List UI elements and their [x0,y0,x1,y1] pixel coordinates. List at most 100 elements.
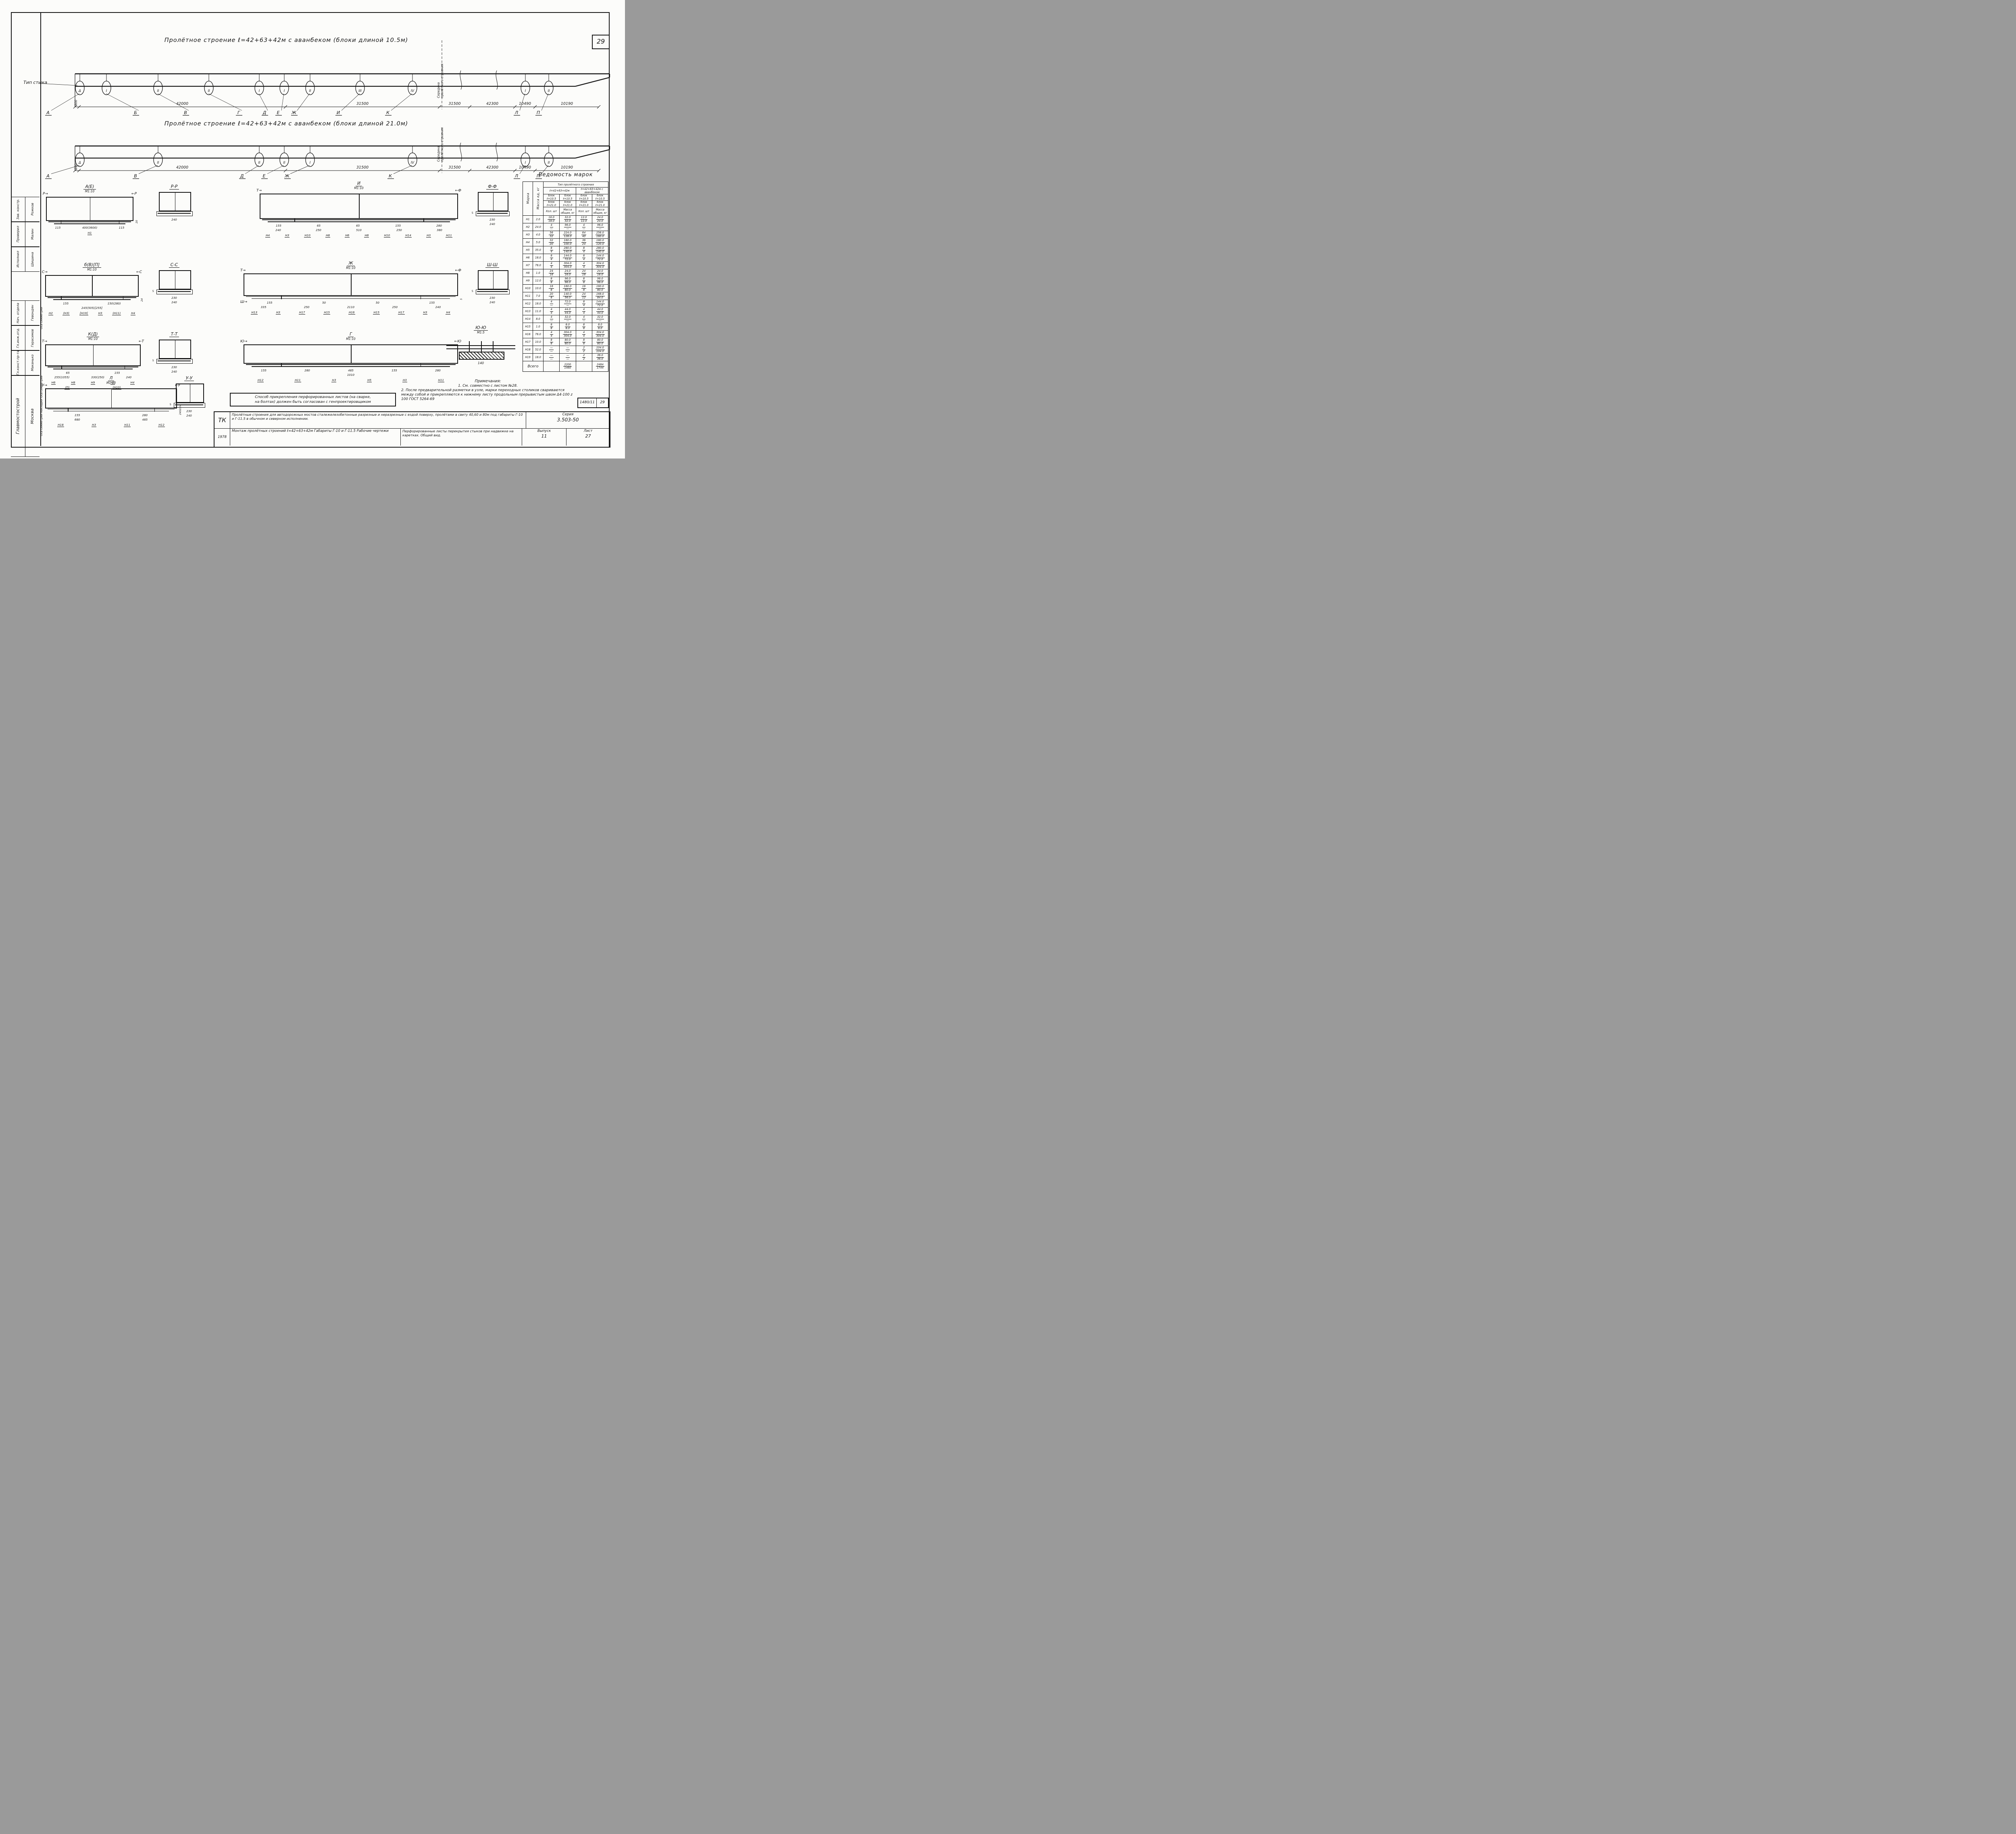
flange-plate [475,211,510,216]
part-label: Н4 [265,233,271,238]
cell-mark: Н18 [523,346,533,354]
flange-stub [154,407,155,412]
section-scale: М1:10 [346,337,356,341]
part-label: Н8 [364,233,369,238]
section-marker: ←С [136,270,142,274]
dim: 330(250) [91,375,104,379]
section-dims: 240 [163,414,215,417]
section-dims: 230 [464,218,520,221]
stamp-row: Гл.инж.отд.Герасимов [11,325,40,350]
section-title: Г [242,332,460,337]
dim: 240 [171,218,177,221]
web-line [175,340,176,358]
page-number-box: 29 [592,35,610,49]
table-header-row: Марка Масса ед, кг Тип пролётного строен… [523,181,608,216]
cell-mass: 1.0 [533,323,544,331]
col-total: Масса общая, кг [591,207,609,216]
col-qty: Кол. шт [543,207,560,216]
cell-qty2: 4— [575,223,592,231]
dim: 240 [275,228,281,232]
flange-line [157,291,191,292]
dim: 400(3600) [82,226,98,230]
section-side-dim: 5 [152,290,154,293]
section-title: У-У [163,376,215,381]
stamp-name: Маканько [25,351,40,375]
dim: 65 [66,371,70,375]
stamp-name: Шишина [25,247,40,271]
stamp-role-text: Нач. отдела [16,302,20,323]
type2: ℓ=42+63+42м с аванбеком [575,187,608,194]
part-label: Н4 [130,380,135,385]
dim: 335 [260,305,267,309]
section-scale: М1:10 [85,189,95,193]
stamp-name-text: Маканько [31,354,34,371]
elevation2-title: Пролётное строение ℓ=42+63+42м с аванбек… [164,121,408,127]
web-line [351,274,352,295]
section-side-dim: 5 [152,359,154,362]
section-dims: 230 [144,296,204,300]
section-marker: С→ [42,270,48,274]
section-dims: 240 [464,222,520,226]
section-title: С-С [144,263,204,268]
doc-number-box: 1480/11 29 [577,398,609,408]
part-label: Н3 [92,423,97,427]
stamp-role-text: Проверил [16,226,20,243]
dim: 155 [114,371,120,375]
doc-sheet: 29 [600,400,605,404]
flange-plate [173,403,206,408]
section-marker: Ю→ [240,340,248,344]
part-label: Н6 [51,380,56,385]
cell-mass: 18.0 [533,254,544,262]
stamp-name-text: Рожков [31,203,34,216]
cell-total1: 72.0— [559,300,576,308]
stamp-city-text: Москва [30,408,35,424]
part-label: Н3 [285,233,290,238]
web-line [493,193,494,210]
cell-mass: 10.0 [533,338,544,346]
cell-mass: 12.0 [533,277,544,285]
part-label: Н3 [426,233,431,238]
dim: 680 [74,417,80,421]
elevation1-title: Пролётное строение ℓ=42+63+42м с аванбек… [164,37,408,44]
cell-mass: 2.0 [533,215,544,224]
dim: 65 [317,223,321,227]
slab-box [46,197,133,221]
slab-box [45,275,139,297]
part-label: Н14 [405,233,412,238]
col-mass: Масса ед, кг [536,187,540,210]
title-block-issue: Выпуск 11 [522,428,566,446]
part-label: Н4 [131,311,136,316]
flange-stub [423,218,424,222]
stamp-role-text: Зав. констр. [16,199,20,220]
dim: 50 [375,300,379,304]
cell-mark: Н2 [523,223,533,231]
part-label: Н11 [294,378,301,382]
section-axis-label: Ось симметрии накладки [40,399,43,436]
web-line [351,345,352,363]
cell-mark: Н16 [523,330,533,339]
stamp-city-cell: Москва [25,376,40,456]
